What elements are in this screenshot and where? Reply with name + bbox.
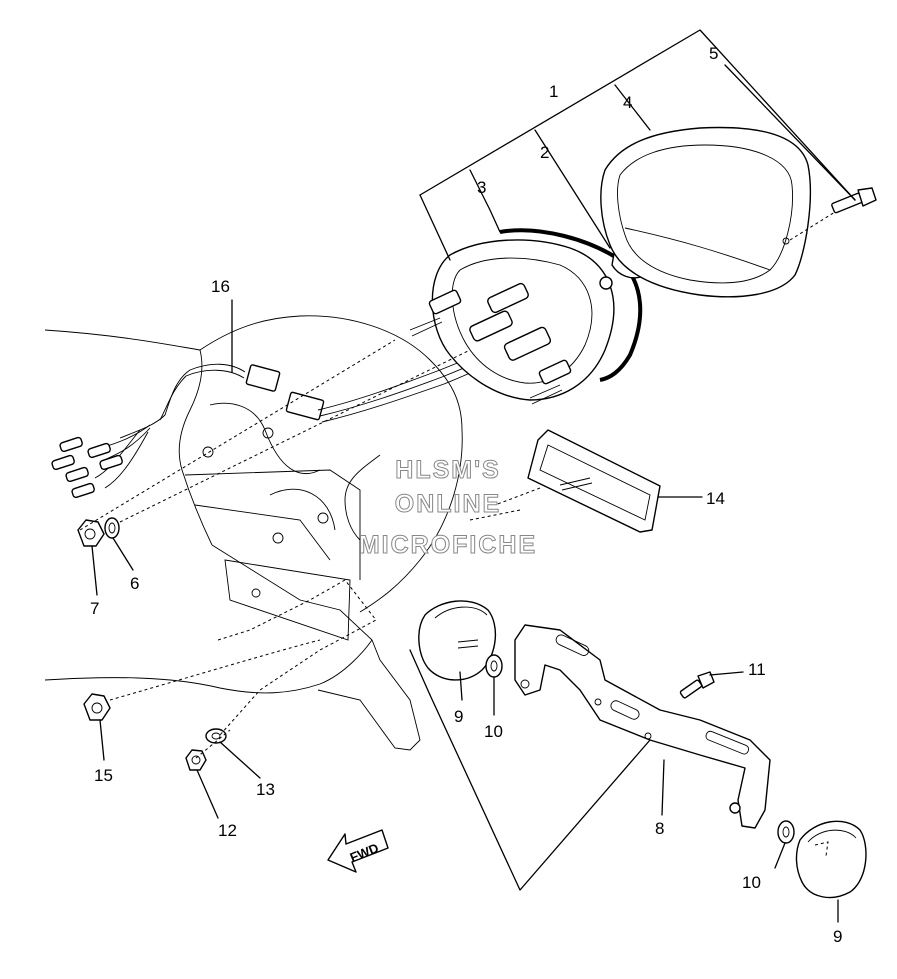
callout-3: 3 [477,178,486,197]
callout-10-left: 10 [484,722,503,741]
watermark: HLSM'S ONLINE MICROFICHE [358,456,537,560]
rear-fender [44,315,463,751]
fwd-arrow: FWD [327,829,389,873]
callout-12: 12 [218,821,237,840]
bolt-11 [679,671,715,699]
callout-9-right: 9 [833,927,842,946]
callout-4: 4 [623,93,632,112]
callout-9-left: 9 [454,707,463,726]
callout-2: 2 [540,143,549,162]
watermark-line-3: MICROFICHE [359,531,537,559]
callout-16: 16 [211,277,230,296]
assembly-lines [79,339,541,759]
callout-8: 8 [655,819,664,838]
callout-1: 1 [549,82,558,101]
reflector-left [418,600,503,681]
screw-5 [789,187,877,241]
lens-unit [600,126,811,298]
callout-7: 7 [90,599,99,618]
watermark-line-2: ONLINE [395,490,501,518]
leader-lines [91,29,856,923]
washer-6 [104,517,120,539]
watermark-line-1: HLSM'S [395,456,500,484]
callout-13: 13 [256,780,275,799]
wire-harness [51,339,511,499]
nut-15 [83,693,111,721]
callout-5: 5 [709,44,718,63]
taillight-base [409,228,643,405]
callout-14: 14 [706,489,725,508]
license-light [527,429,661,533]
callout-numbers: 1 2 3 4 5 6 7 8 9 9 10 10 11 12 13 14 15… [90,44,842,946]
callout-6: 6 [130,574,139,593]
reflector-right [777,820,867,899]
nut-12 [185,749,207,771]
callout-15: 15 [94,766,113,785]
washer-13 [205,728,227,744]
callout-10-right: 10 [742,873,761,892]
bracket [514,624,771,829]
nut-7 [77,519,105,547]
callout-11: 11 [748,660,766,679]
